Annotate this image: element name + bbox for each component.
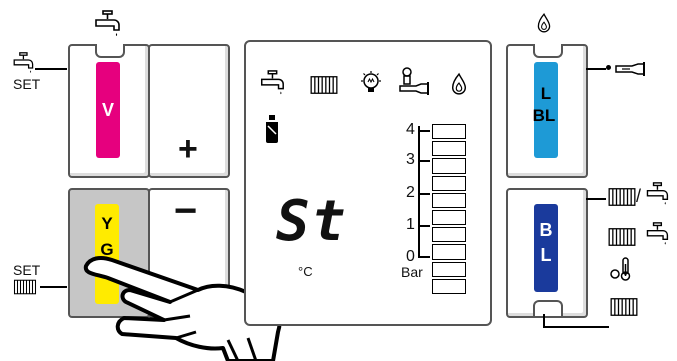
- scale-tick: [418, 160, 430, 162]
- flame-icon: [450, 72, 468, 96]
- button-notch: [533, 44, 563, 58]
- lbl-key: L BL: [534, 62, 558, 158]
- flame-icon: [536, 12, 552, 34]
- plus-label: +: [178, 134, 198, 164]
- pressure-segment: [432, 227, 466, 242]
- connector-line: [40, 286, 67, 288]
- bl-key: B L: [534, 204, 558, 292]
- pressure-segment: [432, 176, 466, 191]
- scale-label-0: 0: [406, 249, 415, 265]
- minus-label: −: [174, 196, 197, 226]
- scale-label-2: 2: [406, 185, 415, 201]
- pressure-segment: [432, 124, 466, 139]
- scale-label-3: 3: [406, 152, 415, 168]
- radiator-icon: [608, 226, 636, 248]
- thermometer-icon: [610, 256, 634, 282]
- lcd-display: St °C 4 3 2 1 0 Bar: [244, 40, 492, 326]
- scale-tick: [418, 256, 430, 258]
- scale-tick: [418, 193, 430, 195]
- faucet-icon: [644, 182, 670, 208]
- set-label-top: SET: [13, 76, 40, 92]
- connector-line: [35, 68, 67, 70]
- v-key-label: V: [102, 100, 114, 121]
- yg-key-label-y: Y: [95, 214, 119, 234]
- radiator-icon: [13, 278, 37, 296]
- connector-line: [586, 198, 606, 200]
- scale-label-4: 4: [406, 122, 415, 138]
- separator-slash: /: [636, 186, 641, 207]
- pressure-segment: [432, 262, 466, 277]
- lbl-key-label-bl: BL: [530, 106, 558, 126]
- hand-tap-icon: [614, 58, 650, 80]
- faucet-icon: [92, 10, 122, 40]
- faucet-icon: [258, 70, 286, 98]
- v-button[interactable]: V: [68, 44, 150, 178]
- display-code: St: [276, 194, 347, 250]
- pressure-segment: [432, 210, 466, 225]
- pressure-segment: [432, 279, 466, 294]
- lbl-button[interactable]: L BL: [506, 44, 588, 178]
- radiator-icon: [610, 296, 638, 318]
- scale-tick: [418, 225, 430, 227]
- pump-icon: [358, 70, 384, 96]
- faucet-icon: [644, 222, 670, 248]
- plus-button[interactable]: +: [148, 44, 230, 178]
- temperature-unit: °C: [298, 264, 313, 279]
- scale-tick: [418, 130, 430, 132]
- bl-key-label-l: L: [534, 245, 558, 266]
- pressure-bargraph: [432, 124, 466, 294]
- scale-label-1: 1: [406, 217, 415, 233]
- button-notch: [95, 44, 125, 58]
- faucet-icon: [11, 52, 35, 76]
- set-label-bottom: SET: [13, 262, 40, 278]
- v-key: V: [96, 62, 120, 158]
- pressure-segment: [432, 193, 466, 208]
- bar-unit: Bar: [401, 264, 423, 280]
- pressure-segment: [432, 158, 466, 173]
- hand-tap-icon: [396, 66, 430, 96]
- service-icon: [262, 114, 282, 144]
- radiator-icon: [608, 186, 636, 208]
- connector-line: [543, 326, 609, 328]
- button-notch: [533, 300, 563, 316]
- pressure-segment: [432, 244, 466, 259]
- scale-axis: [418, 126, 420, 258]
- lbl-key-label-l: L: [534, 84, 558, 104]
- bl-key-label-b: B: [534, 220, 558, 241]
- connector-line: [586, 68, 606, 70]
- radiator-icon: [310, 74, 338, 96]
- pressure-segment: [432, 141, 466, 156]
- connector-dot: [606, 65, 611, 70]
- bl-button[interactable]: B L: [506, 188, 588, 318]
